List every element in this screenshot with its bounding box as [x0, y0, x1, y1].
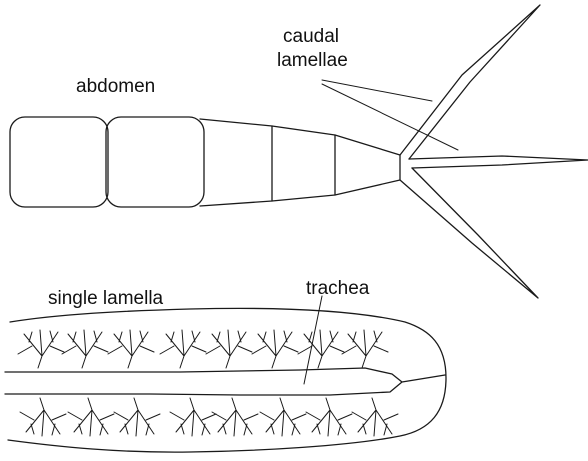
- abdominal-segment-2: [106, 117, 204, 207]
- tracheole-branch: [342, 330, 388, 368]
- abdomen-label: abdomen: [76, 76, 155, 97]
- trachea-pointer: [304, 296, 322, 384]
- trachea-tube: [5, 368, 445, 395]
- abdominal-segment-1: [10, 117, 108, 207]
- lower-lamella: [400, 168, 538, 298]
- caudal-pointer-2: [322, 84, 458, 150]
- tracheole-branch: [352, 398, 398, 436]
- tracheole-branch: [306, 398, 352, 436]
- middle-lamella: [409, 156, 588, 168]
- caudal-pointer-1: [322, 80, 432, 101]
- single-lamella-figure: [5, 296, 446, 452]
- abdomen-figure: [10, 117, 400, 207]
- upper-lamella: [400, 5, 540, 159]
- tracheole-branch: [62, 330, 108, 368]
- tracheole-branch: [170, 398, 216, 436]
- tracheole-branch: [20, 398, 66, 436]
- tracheole-branch: [68, 398, 114, 436]
- tracheole-branch: [298, 330, 344, 368]
- tracheole-branches: [18, 330, 398, 436]
- caudal-label: caudal: [283, 26, 339, 47]
- tracheole-branch: [160, 330, 206, 368]
- single-lamella-label: single lamella: [48, 288, 164, 309]
- caudal-lamellae: [322, 5, 588, 298]
- tracheole-branch: [18, 330, 64, 368]
- abdomen-taper: [200, 119, 400, 206]
- tracheole-branch: [114, 398, 160, 436]
- tracheole-branch: [212, 398, 258, 436]
- tracheole-branch: [206, 330, 252, 368]
- trachea-label: trachea: [306, 278, 370, 299]
- tracheole-branch: [260, 398, 306, 436]
- tracheole-branch: [252, 330, 298, 368]
- tracheole-branch: [108, 330, 154, 368]
- lamellae-label: lamellae: [277, 50, 348, 71]
- lamella-outline: [8, 308, 446, 452]
